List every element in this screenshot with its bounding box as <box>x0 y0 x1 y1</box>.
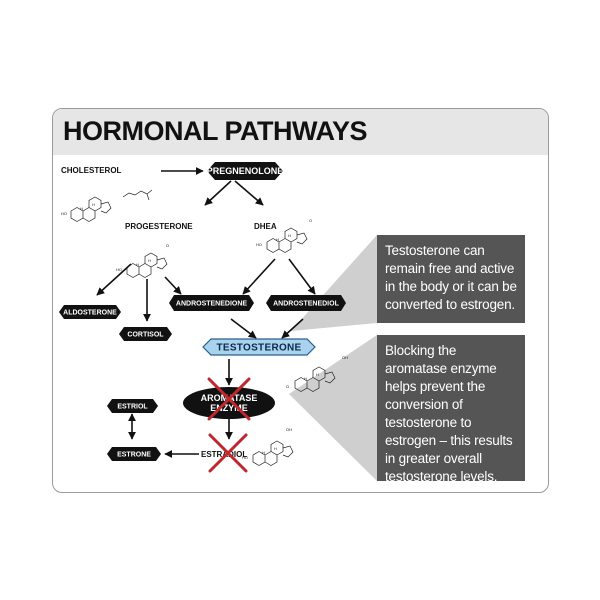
info-box-aromatase-blocking: Blocking the aromatase enzyme helps prev… <box>377 335 525 484</box>
androstenediol-node <box>266 295 346 311</box>
dhea-molecule: HO O <box>256 218 312 253</box>
progesterone-ho-label: HO <box>116 267 122 272</box>
aldosterone-node <box>59 305 121 319</box>
cholesterol-label: CHOLESTEROL <box>61 166 122 175</box>
arrow-pregnenolone-dhea <box>234 180 264 206</box>
info-box-conversion: Testosterone can remain free and active … <box>377 235 525 323</box>
estradiol-oh-label: OH <box>286 427 292 432</box>
dhea-label: DHEA <box>254 222 277 231</box>
pathway-arrows <box>96 167 316 458</box>
estriol-label: ESTRIOL <box>117 404 148 411</box>
callout-wedge-1 <box>291 235 377 331</box>
estriol-node <box>107 399 158 413</box>
callout-wedge-2 <box>289 335 377 481</box>
testosterone-oh-label: OH <box>342 355 348 360</box>
androstenedione-node <box>169 295 254 311</box>
arrow-dhea-androstenediol <box>288 258 316 295</box>
androstenediol-label: ANDROSTENEDIOL <box>273 301 339 308</box>
cortisol-label: CORTISOL <box>127 332 164 339</box>
estradiol-molecule: HO OH <box>242 427 294 466</box>
testosterone-label: TESTOSTERONE <box>216 343 301 354</box>
arrow-androstenediol-testosterone <box>281 318 304 339</box>
dhea-ho-label: HO <box>256 242 262 247</box>
pathway-diagram: H H HO HO O HO O O OH <box>59 162 377 481</box>
dhea-o-label: O <box>309 218 312 223</box>
arrow-androstenedione-testosterone <box>230 318 257 339</box>
cortisol-node <box>119 327 172 341</box>
aldosterone-label: ALDOSTERONE <box>63 310 117 317</box>
arrow-progesterone-aldosterone <box>96 263 132 296</box>
estrone-node <box>107 447 161 461</box>
androstenedione-label: ANDROSTENEDIONE <box>176 301 248 308</box>
estradiol-block-x-icon <box>208 433 248 473</box>
arrow-progesterone-androstenedione <box>164 276 182 295</box>
progesterone-label: PROGESTERONE <box>125 222 193 231</box>
aromatase-block-x-icon <box>207 377 251 421</box>
progesterone-o-label: O <box>166 243 169 248</box>
progesterone-molecule: HO O <box>116 243 169 278</box>
estradiol-label: ESTRADIOL <box>201 450 247 459</box>
testosterone-node <box>202 338 316 356</box>
cholesterol-molecule: HO <box>61 189 153 222</box>
pregnenolone-label: PREGNENOLONE <box>207 166 284 176</box>
diagram-panel: HORMONAL PATHWAYS H H HO <box>52 108 549 493</box>
arrow-pregnenolone-progesterone <box>204 180 232 206</box>
diagram-title: HORMONAL PATHWAYS <box>63 116 368 146</box>
aromatase-enzyme-node <box>183 387 275 419</box>
cholesterol-ho-label: HO <box>61 211 67 216</box>
estrone-label: ESTRONE <box>117 452 151 459</box>
pregnenolone-node <box>207 162 283 180</box>
testosterone-molecule: O OH <box>286 355 348 392</box>
estradiol-ho-label: HO <box>242 455 248 460</box>
aromatase-label-line2: ENZYME <box>210 403 248 413</box>
testosterone-o-label: O <box>286 384 289 389</box>
arrow-dhea-androstenedione <box>242 258 276 295</box>
title-bar: HORMONAL PATHWAYS <box>53 109 548 155</box>
